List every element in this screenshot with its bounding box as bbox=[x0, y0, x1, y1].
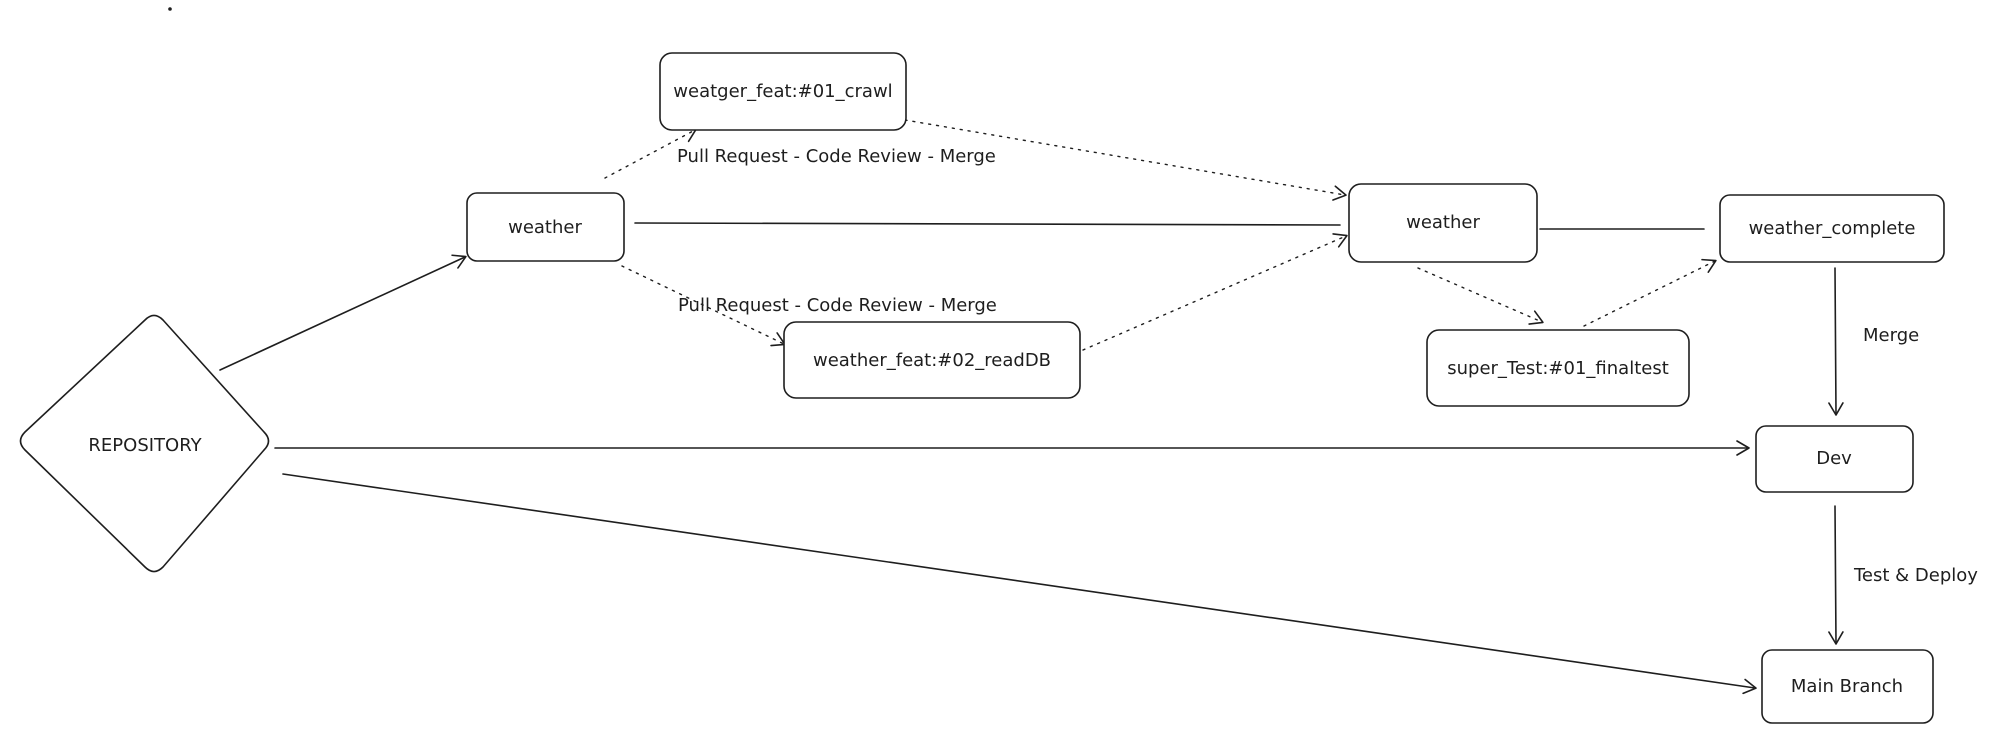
diagram-edges bbox=[219, 119, 1844, 695]
pr-label-top: Pull Request - Code Review - Merge bbox=[677, 146, 996, 167]
weather-left-label: weather bbox=[508, 217, 582, 238]
main-branch-box bbox=[1761, 649, 1934, 724]
edge-weather-to-weather bbox=[634, 222, 1341, 226]
feat-readdb-box bbox=[783, 321, 1081, 399]
edge-feat-crawl-to-weather bbox=[904, 119, 1347, 201]
dev-label: Dev bbox=[1816, 448, 1852, 469]
edge-weather-to-feat-readdb bbox=[621, 265, 786, 347]
weather-complete-node[interactable]: weather_complete bbox=[1719, 194, 1945, 263]
main-branch-node[interactable]: Main Branch bbox=[1761, 649, 1934, 724]
feat-crawl-node[interactable]: weatger_feat:#01_crawl bbox=[659, 52, 907, 131]
repository-diamond bbox=[19, 314, 270, 573]
weather-complete-box bbox=[1719, 194, 1945, 263]
edge-dev-to-main-branch bbox=[1828, 505, 1844, 645]
edge-super-test-to-weather-complete bbox=[1583, 258, 1717, 327]
weather-left-node[interactable]: weather bbox=[466, 192, 625, 262]
weather-complete-label: weather_complete bbox=[1749, 218, 1916, 239]
dev-node[interactable]: Dev bbox=[1755, 425, 1914, 493]
edge-repository-to-weather bbox=[219, 254, 467, 371]
weather-mid-label: weather bbox=[1406, 212, 1480, 233]
edge-weather-to-super-test bbox=[1417, 267, 1544, 325]
pr-label-bottom: Pull Request - Code Review - Merge bbox=[678, 295, 997, 316]
feat-readdb-node[interactable]: weather_feat:#02_readDB bbox=[783, 321, 1081, 399]
super-test-box bbox=[1426, 329, 1690, 407]
edge-labels: Pull Request - Code Review - Merge Pull … bbox=[677, 146, 1978, 586]
dev-box bbox=[1755, 425, 1914, 493]
feat-crawl-box bbox=[659, 52, 907, 131]
merge-label: Merge bbox=[1863, 325, 1919, 346]
edge-weather-complete-to-dev bbox=[1828, 267, 1844, 416]
stray-dot bbox=[168, 7, 172, 11]
edge-feat-readdb-to-weather bbox=[1082, 233, 1348, 351]
super-test-node[interactable]: super_Test:#01_finaltest bbox=[1426, 329, 1690, 407]
weather-left-box bbox=[466, 192, 625, 262]
repository-label: REPOSITORY bbox=[88, 435, 202, 456]
repository-node[interactable]: REPOSITORY bbox=[19, 314, 270, 573]
super-test-label: super_Test:#01_finaltest bbox=[1447, 358, 1669, 379]
test-deploy-label: Test & Deploy bbox=[1853, 565, 1978, 586]
edge-repository-to-main-branch bbox=[282, 473, 1757, 695]
feat-crawl-label: weatger_feat:#01_crawl bbox=[673, 81, 892, 102]
main-branch-label: Main Branch bbox=[1791, 676, 1903, 697]
weather-mid-box bbox=[1348, 183, 1538, 263]
weather-mid-node[interactable]: weather bbox=[1348, 183, 1538, 263]
feat-readdb-label: weather_feat:#02_readDB bbox=[813, 350, 1051, 371]
edge-weather-to-feat-crawl bbox=[604, 128, 697, 179]
